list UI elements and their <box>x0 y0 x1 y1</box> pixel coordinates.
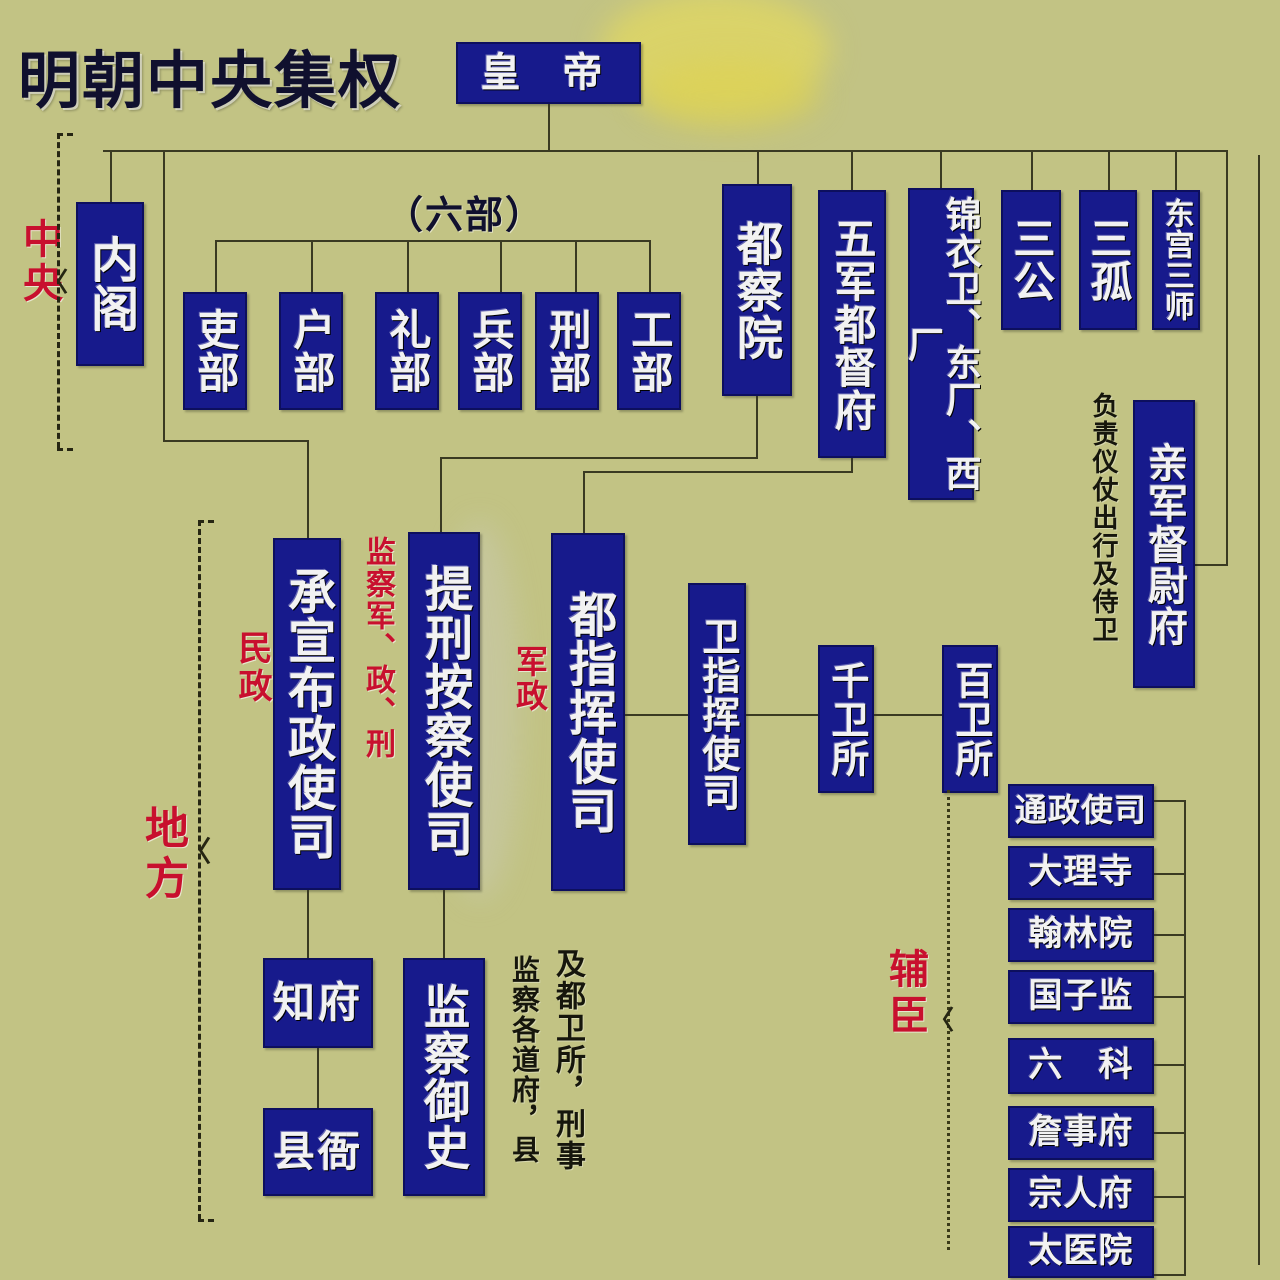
box-secret-services[interactable]: 锦衣卫、东厂、西厂 <box>902 188 981 500</box>
connector-advisory-tick-3 <box>1154 996 1184 998</box>
connector-advisory-tick-7 <box>1154 1274 1184 1276</box>
connector-advisory-tick-2 <box>1154 934 1184 936</box>
connector-six-drop-0 <box>215 240 217 292</box>
connector-drop-three-dukes <box>1031 150 1033 190</box>
connector-drop-five-armies <box>851 150 853 190</box>
connector-drop-censorate <box>757 150 759 184</box>
bracket-local-top <box>198 520 214 523</box>
box-military-command[interactable]: 都指挥使司 <box>551 533 625 891</box>
box-wei-command[interactable]: 卫指挥使司 <box>688 583 746 845</box>
note-imperial-guard: 负责仪仗出行及侍卫 <box>1088 392 1118 644</box>
label-six-ministries: （六部） <box>385 193 546 237</box>
box-prefect[interactable]: 知府 <box>263 958 373 1048</box>
connector-censorate-down <box>756 396 758 458</box>
connector-command-to-wei <box>625 714 688 716</box>
label-supervision: 监察军、政、刑 <box>360 536 395 760</box>
connector-drop-six-bus <box>163 150 165 440</box>
box-advisory-1[interactable]: 大理寺 <box>1008 846 1154 900</box>
box-ministry-5[interactable]: 工部 <box>617 292 681 410</box>
box-ministry-4[interactable]: 刑部 <box>535 292 599 410</box>
box-emperor[interactable]: 皇 帝 <box>456 42 641 104</box>
connector-top-bus <box>103 150 1227 152</box>
connector-advisory-upper-rail <box>1184 800 1186 1078</box>
connector-six-drop-3 <box>500 240 502 292</box>
label-local: 地方 <box>137 805 188 905</box>
label-central: 中央 <box>16 218 62 306</box>
box-ministry-1[interactable]: 户部 <box>279 292 343 410</box>
bracket-assistants-arrow: 〈 <box>928 1006 955 1036</box>
box-ministry-3[interactable]: 兵部 <box>458 292 522 410</box>
bracket-local-arrow: 〈 <box>183 835 212 868</box>
connector-thousand-to-hundred <box>874 714 942 716</box>
bracket-central-arrow: 〈 <box>42 268 69 298</box>
paper-blot <box>640 60 820 130</box>
connector-guard-elbow <box>1194 564 1228 566</box>
connector-ministry-to-admin-v <box>307 440 309 540</box>
connector-censorate-to-judicial <box>440 457 442 532</box>
connector-six-drop-1 <box>311 240 313 292</box>
box-east-palace[interactable]: 东宫三师 <box>1152 190 1200 330</box>
connector-prefect-to-county <box>317 1048 319 1108</box>
box-cabinet[interactable]: 内阁 <box>76 202 144 366</box>
connector-drop-secret <box>940 150 942 188</box>
box-county-office[interactable]: 县衙 <box>263 1108 373 1196</box>
connector-armies-to-command <box>583 471 585 533</box>
box-ministry-2[interactable]: 礼部 <box>375 292 439 410</box>
note-censor-left: 监察各道府，县 <box>508 955 541 1165</box>
box-ministry-0[interactable]: 吏部 <box>183 292 247 410</box>
connector-advisory-tick-4 <box>1154 1064 1184 1066</box>
label-civil-affairs: 民政 <box>232 630 272 706</box>
box-advisory-3[interactable]: 国子监 <box>1008 970 1154 1024</box>
box-judicial-commission[interactable]: 提刑按察使司 <box>408 532 480 890</box>
connector-ministry-to-admin-h <box>163 440 308 442</box>
box-three-solitaries[interactable]: 三孤 <box>1079 190 1137 330</box>
connector-advisory-outer-rail <box>1258 155 1260 1265</box>
connector-drop-guard-rail <box>1226 150 1228 565</box>
box-advisory-6[interactable]: 宗人府 <box>1008 1168 1154 1222</box>
connector-armies-left <box>583 471 853 473</box>
connector-censorate-left <box>440 457 758 459</box>
connector-advisory-tick-1 <box>1154 873 1184 875</box>
bracket-assistants <box>947 790 950 1250</box>
connector-admin-to-prefect <box>307 890 309 958</box>
box-hundred-guard[interactable]: 百卫所 <box>942 645 998 793</box>
box-censor[interactable]: 监察御史 <box>403 958 485 1196</box>
box-advisory-7[interactable]: 太医院 <box>1008 1226 1154 1278</box>
box-censorate[interactable]: 都察院 <box>722 184 792 396</box>
box-advisory-0[interactable]: 通政使司 <box>1008 784 1154 838</box>
connector-six-drop-2 <box>407 240 409 292</box>
connector-advisory-lower-rail <box>1184 1064 1186 1276</box>
bracket-local <box>198 520 201 1220</box>
connector-drop-east-palace <box>1175 150 1177 190</box>
connector-wei-to-thousand <box>746 714 818 716</box>
connector-drop-cabinet <box>110 150 112 202</box>
connector-armies-down <box>851 458 853 472</box>
note-censor-right: 及都卫所，刑事 <box>550 948 585 1172</box>
box-advisory-2[interactable]: 翰林院 <box>1008 908 1154 962</box>
connector-advisory-tick-6 <box>1154 1196 1184 1198</box>
connector-six-bus <box>215 240 650 242</box>
connector-six-drop-4 <box>575 240 577 292</box>
page-title: 明朝中央集权 <box>18 44 403 117</box>
connector-six-drop-5 <box>649 240 651 292</box>
box-advisory-4[interactable]: 六 科 <box>1008 1038 1154 1094</box>
box-five-armies[interactable]: 五军都督府 <box>818 190 886 458</box>
connector-emperor-stem <box>548 104 550 152</box>
box-imperial-guard[interactable]: 亲军督尉府 <box>1133 400 1195 688</box>
box-administration-commission[interactable]: 承宣布政使司 <box>273 538 341 890</box>
connector-advisory-tick-5 <box>1154 1132 1184 1134</box>
box-thousand-guard[interactable]: 千卫所 <box>818 645 874 793</box>
connector-drop-three-solitaries <box>1108 150 1110 190</box>
connector-judicial-to-censor <box>443 890 445 958</box>
label-military-affairs: 军政 <box>511 645 549 713</box>
bracket-central <box>57 133 60 448</box>
bracket-central-bottom <box>57 448 73 451</box>
bracket-central-top <box>57 133 73 136</box>
connector-advisory-tick-0 <box>1154 800 1184 802</box>
bracket-local-bottom <box>198 1219 214 1222</box>
box-three-dukes[interactable]: 三公 <box>1001 190 1061 330</box>
label-assistants: 辅臣 <box>882 948 928 1040</box>
box-advisory-5[interactable]: 詹事府 <box>1008 1106 1154 1160</box>
